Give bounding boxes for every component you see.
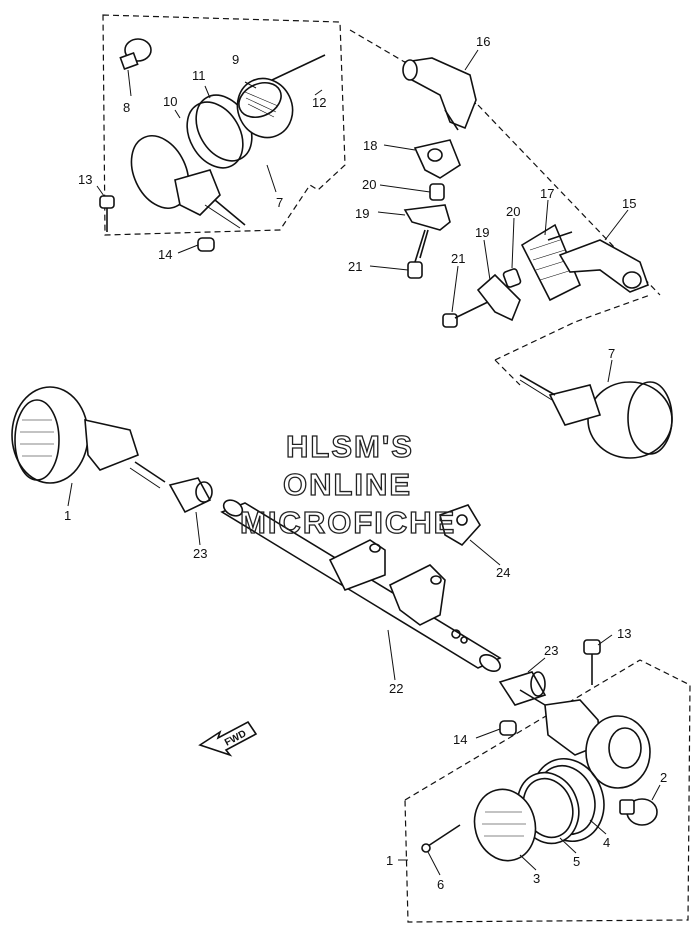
callout-23-left: 23: [193, 546, 207, 561]
callout-6: 6: [437, 877, 444, 892]
lens-assembly-7-right: [519, 374, 673, 459]
callout-20-top: 20: [362, 177, 376, 192]
watermark-line-3: MICROFICHE: [240, 505, 456, 540]
callout-16: 16: [476, 34, 490, 49]
holder-18: [413, 139, 461, 179]
callout-15: 15: [622, 196, 636, 211]
screw-6: [421, 824, 461, 853]
callout-9: 9: [232, 52, 239, 67]
callout-13-top: 13: [78, 172, 92, 187]
fwd-arrow: FWD: [198, 720, 258, 757]
callout-19-top: 19: [355, 206, 369, 221]
collar-23-left: [168, 477, 213, 514]
callout-5: 5: [573, 854, 580, 869]
bulb-2: [619, 798, 658, 826]
callout-19-right: 19: [475, 225, 489, 240]
callout-12: 12: [312, 95, 326, 110]
callout-18: 18: [363, 138, 377, 153]
watermark: HLSM'S ONLINE MICROFICHE: [239, 428, 456, 540]
bulb-8: [119, 38, 152, 97]
assembly-box-bottom-right: [404, 659, 691, 923]
leader-lines: [67, 49, 661, 876]
callout-7-top: 7: [276, 195, 283, 210]
gasket-17: [520, 223, 582, 302]
lens-3: [473, 788, 537, 862]
callout-1-bottom: 1: [386, 853, 393, 868]
callout-20-right: 20: [506, 204, 520, 219]
callout-2: 2: [660, 770, 667, 785]
callout-21-top: 21: [348, 259, 362, 274]
plate-19-right: [476, 273, 521, 322]
callout-23-right: 23: [544, 643, 558, 658]
collar-20-top: [429, 183, 445, 201]
callout-14-bottom: 14: [453, 732, 467, 747]
bolt-21-right: [442, 299, 493, 328]
assembly-box-right: [349, 29, 661, 386]
callout-7-right: 7: [608, 346, 615, 361]
watermark-line-1: HLSM'S: [286, 429, 414, 464]
callout-10: 10: [163, 94, 177, 109]
grommet-14-bottom: [499, 720, 517, 736]
callout-13-bottom: 13: [617, 626, 631, 641]
housing-turn-signal: [519, 689, 651, 789]
callouts: 7 8 9 10 11 12 13 14 16 18 20 19 21 21 1…: [64, 34, 667, 892]
callout-21-right: 21: [451, 251, 465, 266]
watermark-line-2: ONLINE: [283, 467, 412, 502]
callout-24: 24: [496, 565, 510, 580]
callout-4: 4: [603, 835, 610, 850]
clamp-24: [439, 504, 481, 547]
collar-20-right: [502, 268, 522, 288]
callout-1-left: 1: [64, 508, 71, 523]
callout-22: 22: [389, 681, 403, 696]
grommet-14-top: [197, 237, 215, 252]
bolt-21-top: [407, 229, 426, 279]
plate-19-top: [403, 204, 451, 259]
callout-8: 8: [123, 100, 130, 115]
screw-13-top: [99, 195, 115, 232]
stay-bar-22: [220, 499, 502, 672]
callout-14-top: 14: [158, 247, 172, 262]
turn-signal-1-left: [11, 386, 166, 489]
callout-17: 17: [540, 186, 554, 201]
assembly-box-top-left: [102, 14, 346, 236]
screw-13-bottom: [583, 639, 601, 685]
callout-3: 3: [533, 871, 540, 886]
lens-assembly-7: [130, 54, 326, 229]
bracket-15: [547, 231, 650, 293]
bracket-16: [402, 57, 477, 131]
callout-11: 11: [192, 68, 206, 83]
collar-23-right: [498, 671, 547, 706]
